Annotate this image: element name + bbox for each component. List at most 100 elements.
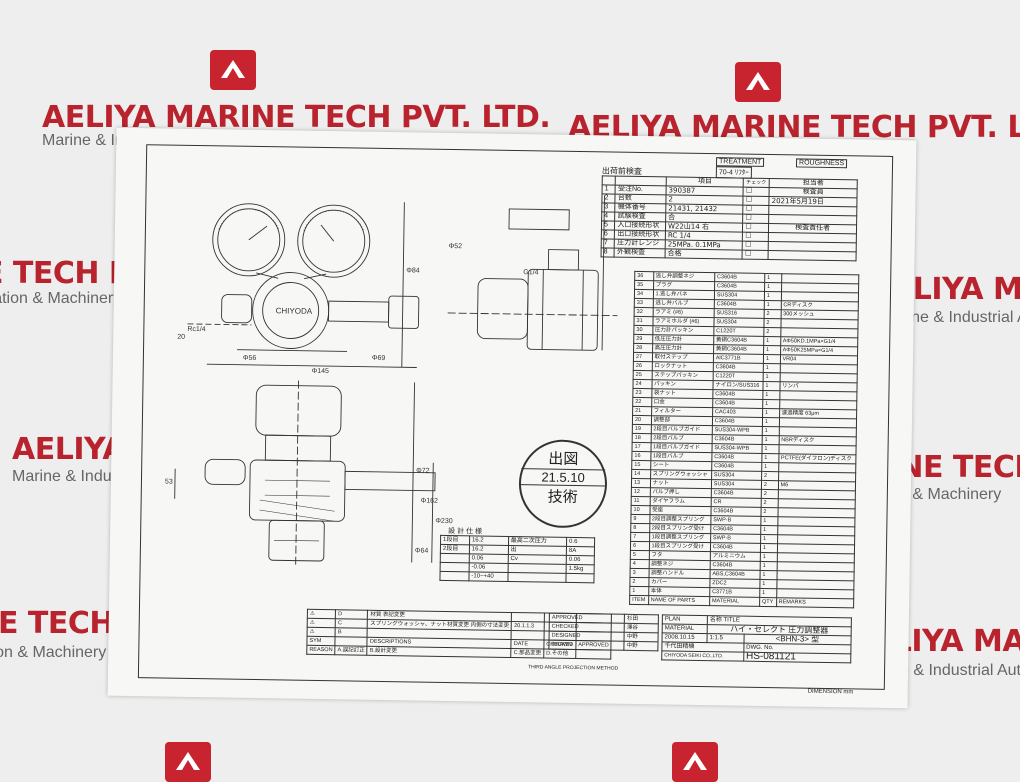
parts-cell-mat: SUS304	[714, 318, 764, 328]
parts-cell-no: 25	[633, 370, 652, 379]
parts-cell-no: 33	[634, 298, 653, 307]
parts-cell-no: 31	[634, 316, 653, 325]
parts-cell-name: 1.逃し弁バネ	[653, 290, 714, 300]
parts-cell-name: 逃し弁調整ネジ	[653, 272, 714, 282]
parts-cell-mat: C3604B	[712, 417, 762, 427]
dim-label: Φ145	[312, 368, 329, 375]
parts-cell-no: 20	[632, 415, 651, 424]
parts-cell-rem: AΦ50KD.1MPa×G1/4	[780, 337, 858, 347]
parts-cell-rem: AΦ50K25MPa×G1/4	[780, 346, 858, 356]
parts-cell-mat: SWP-B	[710, 534, 760, 544]
parts-cell-no: 34	[634, 289, 653, 298]
parts-cell-no: 36	[635, 271, 654, 280]
parts-cell-mat: CAC403	[712, 408, 762, 418]
parts-cell-qty: 2	[764, 309, 781, 318]
parts-cell-no: 11	[631, 496, 650, 505]
parts-cell-mat: C3604B	[714, 300, 764, 310]
parts-cell-name: 口金	[651, 398, 712, 408]
parts-cell-name: 1段目スプリング受け	[649, 542, 710, 552]
parts-cell-mat: C1220T	[714, 327, 764, 337]
parts-cell-qty: 1	[762, 453, 779, 462]
parts-cell-qty: 1	[765, 273, 782, 282]
parts-cell-mat: SUS304	[711, 471, 761, 481]
parts-cell-name: フタ	[649, 551, 710, 561]
parts-cell-no: 10	[631, 505, 650, 514]
parts-cell-no: 14	[632, 469, 651, 478]
parts-cell-mat: C3604B	[712, 453, 762, 463]
parts-cell-no: 16	[632, 451, 651, 460]
parts-cell-qty: 1	[762, 462, 779, 471]
parts-cell-name: ステップパッキン	[652, 371, 713, 381]
parts-cell-mat: C3604B	[710, 543, 760, 553]
parts-cell-no: 12	[631, 487, 650, 496]
parts-cell-mat: C3604B	[710, 561, 760, 571]
stamp-date: 21.5.10	[521, 468, 605, 486]
parts-cell-qty: 2	[764, 318, 781, 327]
parts-header-rem: REMARKS	[776, 598, 854, 608]
parts-cell-mat: SUS316	[714, 309, 764, 319]
parts-cell-no: 26	[633, 361, 652, 370]
parts-cell-name: 2段目スプリング受け	[649, 524, 710, 534]
parts-cell-no: 23	[633, 388, 652, 397]
parts-cell-no: 22	[633, 397, 652, 406]
parts-cell-name: 調整ハンドル	[649, 569, 710, 579]
parts-cell-qty: 1	[763, 363, 780, 372]
parts-cell-no: 2	[630, 577, 649, 586]
parts-cell-qty: 1	[760, 552, 777, 561]
parts-cell-qty: 2	[761, 507, 778, 516]
parts-cell-mat: C3604B	[711, 525, 761, 535]
parts-cell-qty: 1	[763, 354, 780, 363]
parts-cell-no: 21	[633, 406, 652, 415]
parts-cell-no: 29	[634, 334, 653, 343]
parts-cell-qty: 1	[762, 417, 779, 426]
parts-cell-qty: 1	[764, 291, 781, 300]
parts-cell-name: 2段目調整スプリング	[649, 515, 710, 525]
parts-cell-qty: 1	[762, 444, 779, 453]
parts-cell-qty: 2	[761, 471, 778, 480]
parts-header-item: ITEM	[630, 595, 649, 604]
brand-logo-icon	[165, 742, 211, 782]
parts-cell-mat: C3771B	[710, 588, 760, 598]
parts-cell-no: 28	[634, 343, 653, 352]
parts-cell-mat: SWP-B	[711, 516, 761, 526]
parts-cell-name: 調整ネジ	[649, 560, 710, 570]
brand-logo-icon	[735, 62, 781, 102]
parts-cell-name: 1段目バルブ	[650, 452, 711, 462]
parts-cell-qty: 1	[764, 300, 781, 309]
parts-cell-mat: アルミニウム	[710, 552, 760, 562]
parts-header-mat: MATERIAL	[709, 597, 759, 607]
dim-label: Rc1/4	[187, 326, 206, 333]
parts-cell-qty: 2	[761, 489, 778, 498]
parts-cell-name: 受座	[650, 506, 711, 516]
parts-cell-qty: 1	[760, 570, 777, 579]
dim-label: Φ162	[421, 498, 438, 505]
dim-label: Φ72	[416, 468, 430, 475]
parts-cell-name: 調整部	[651, 416, 712, 426]
parts-cell-no: 6	[630, 541, 649, 550]
parts-cell-no: 3	[630, 568, 649, 577]
parts-cell-qty: 1	[763, 372, 780, 381]
parts-cell-no: 17	[632, 442, 651, 451]
dim-label: 53	[165, 479, 173, 486]
parts-cell-no: 8	[631, 523, 650, 532]
parts-cell-mat: C3604B	[711, 489, 761, 499]
parts-header-qty: QTY	[759, 597, 776, 606]
parts-cell-qty: 2	[761, 480, 778, 489]
gauge-brand: CHIYODA	[276, 306, 313, 316]
parts-cell-no: 13	[631, 478, 650, 487]
parts-cell-name: 高圧圧力計	[652, 344, 713, 354]
parts-cell-mat: C3604B	[712, 435, 762, 445]
parts-cell-name: 2段目バルブ	[651, 434, 712, 444]
dim-label: Φ64	[415, 547, 429, 554]
parts-cell-no: 4	[630, 559, 649, 568]
parts-cell-mat: SUS304-WPB	[712, 444, 762, 454]
parts-cell-mat: C3604B	[711, 507, 761, 517]
brand-logo-icon	[672, 742, 718, 782]
parts-cell-no: 15	[632, 460, 651, 469]
parts-cell-mat: SUS304	[711, 480, 761, 490]
parts-cell-no: 9	[631, 514, 650, 523]
